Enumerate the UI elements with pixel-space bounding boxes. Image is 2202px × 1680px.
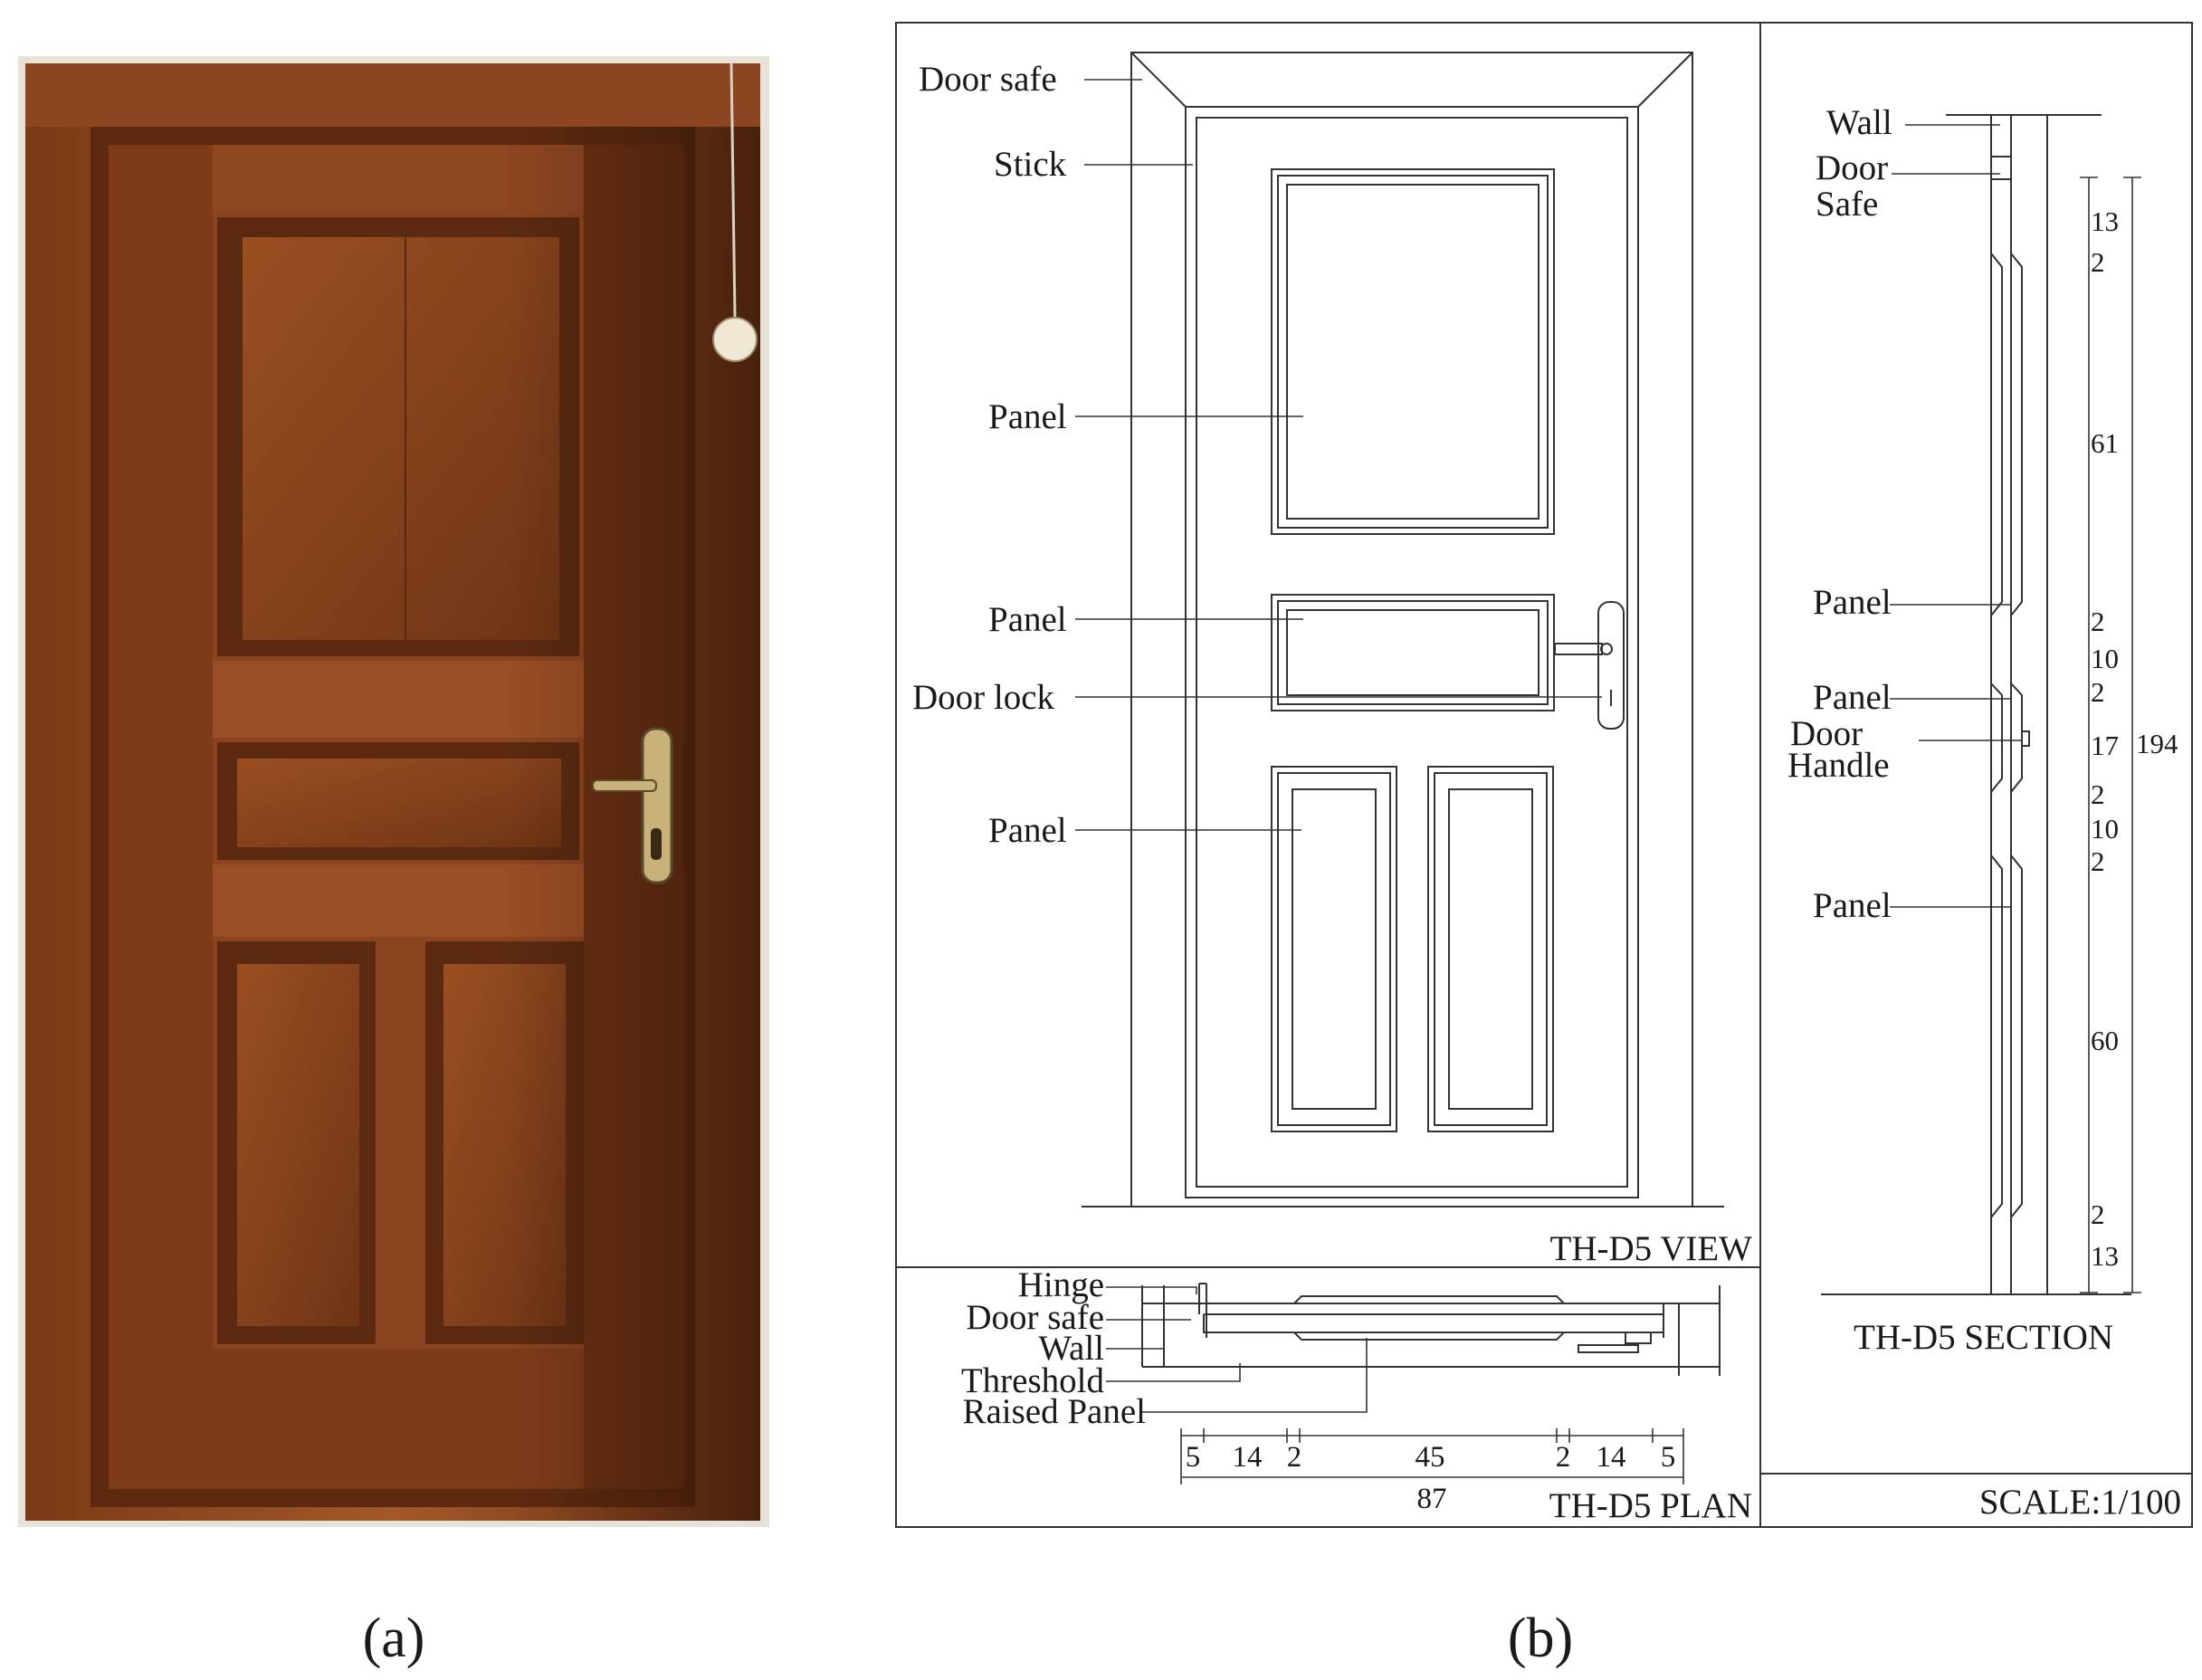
caption-a: (a) [363,1608,425,1669]
scale-label: SCALE:1/100 [1979,1483,2181,1522]
technical-drawing [895,22,2193,1528]
panel-bottom-right-inner [1448,788,1533,1110]
section-label-door-handle-2: Handle [1787,746,1890,785]
plan-dim-5: 2 [1556,1441,1571,1474]
plan-title: TH-D5 PLAN [1549,1486,1752,1525]
view-labels: Door safe Stick Panel Panel Door lock Pa… [912,60,1752,1268]
left-stile [109,145,213,1489]
view-door-elevation [1082,52,1724,1208]
panel-bottom-right-outer [1427,766,1554,1132]
panel-top-inner [1286,184,1539,520]
plan-dim-6: 14 [1597,1441,1626,1474]
section-label-safe: Safe [1816,185,1878,224]
frame-head [25,63,760,127]
plan-dim-3: 2 [1287,1441,1302,1474]
center-muntin [376,941,425,1349]
section-label-door: Door [1816,148,1888,187]
sec-dim-1: 13 [2091,205,2119,237]
photo-panel-bottom-left [237,964,359,1326]
plan-dim-4: 45 [1416,1441,1445,1474]
plan-dim-7: 5 [1661,1441,1676,1474]
section-leaf-right [2010,179,2023,1294]
view-leaders [1075,79,1602,831]
door-photo [18,56,769,1527]
section-dimensions: 13 2 61 2 10 2 17 2 10 2 60 2 13 194 [2091,205,2178,1272]
plan-drawing [1141,1283,1721,1376]
sec-dim-2: 2 [2091,246,2105,278]
section-label-wall: Wall [1826,103,1892,142]
section-label-panel-2: Panel [1813,678,1892,717]
section-drawing [1821,114,2131,1295]
section-handle [2021,730,2030,747]
stick-inner [1196,117,1628,1188]
sec-dim-9: 10 [2091,813,2119,845]
plan-dimensions: 5 14 2 45 2 14 5 87 [1186,1441,1676,1515]
plan-labels: Hinge Door safe Wall Threshold Raised Pa… [961,1265,1146,1431]
sec-dim-3: 61 [2091,427,2119,459]
section-leaf-left [1990,179,2003,1294]
door-lock-plate [1597,601,1625,730]
plan-label-threshold: Threshold [961,1361,1105,1400]
plan-label-wall: Wall [1038,1329,1104,1368]
sec-dim-7: 17 [2091,730,2119,761]
sec-dim-11: 60 [2091,1025,2119,1056]
label-door-safe: Door safe [919,60,1057,99]
plan-dimension-lines [1180,1428,1684,1484]
bell-wire [729,62,737,318]
door-keyhole [651,828,662,860]
label-stick: Stick [994,145,1067,184]
view-title: TH-D5 VIEW [1550,1229,1753,1268]
panel-bottom-left-inner [1292,788,1377,1110]
sec-dim-6: 2 [2091,676,2105,708]
sec-dim-8: 2 [2091,778,2105,810]
section-label-door-handle-1: Door [1790,714,1863,753]
door-lock-lever [1554,643,1603,655]
section-labels: Wall Door Safe Panel Panel Door Handle P… [1787,103,2113,1357]
section-leaders [1890,124,2022,908]
panel-bottom-left-outer [1271,766,1397,1132]
door-handle-lever [592,779,657,792]
sec-dim-12: 2 [2091,1198,2105,1230]
plan-leaders [1106,1286,1368,1413]
door-safe-frame [1130,52,1693,1207]
plan-label-raised-panel: Raised Panel [962,1392,1146,1431]
sec-dim-10: 2 [2091,845,2105,877]
plan-dim-1: 5 [1186,1441,1201,1474]
plan-label-hinge: Hinge [1018,1265,1104,1304]
sec-dim-4: 2 [2091,606,2105,637]
section-dimension-lines [2080,177,2141,1293]
drawing-border [895,22,2193,1528]
door-handle-plate [641,727,673,884]
sec-dim-total: 194 [2136,728,2178,759]
label-panel-top: Panel [988,397,1067,436]
label-door-lock: Door lock [912,678,1055,717]
photo-panel-top [243,237,559,640]
section-label-panel-3: Panel [1813,886,1892,925]
section-label-panel-1: Panel [1813,583,1892,622]
plan-label-door-safe: Door safe [966,1298,1104,1337]
plan-dim-total: 87 [1417,1483,1447,1515]
panel-mid-inner [1286,609,1539,696]
caption-b: (b) [1508,1608,1573,1669]
section-title: TH-D5 SECTION [1854,1318,2113,1357]
plan-leaf [1203,1303,1664,1333]
label-panel-mid: Panel [988,600,1067,639]
panel-mid-outer [1271,594,1555,711]
stick-outer [1185,106,1639,1198]
photo-shadow [507,127,760,1521]
sec-dim-5: 10 [2091,643,2119,674]
label-panel-bottom: Panel [988,811,1067,850]
plan-dim-2: 14 [1233,1441,1263,1474]
doorbell-button [712,317,758,362]
panel-top-outer [1271,168,1555,535]
sec-dim-13: 13 [2091,1240,2119,1272]
